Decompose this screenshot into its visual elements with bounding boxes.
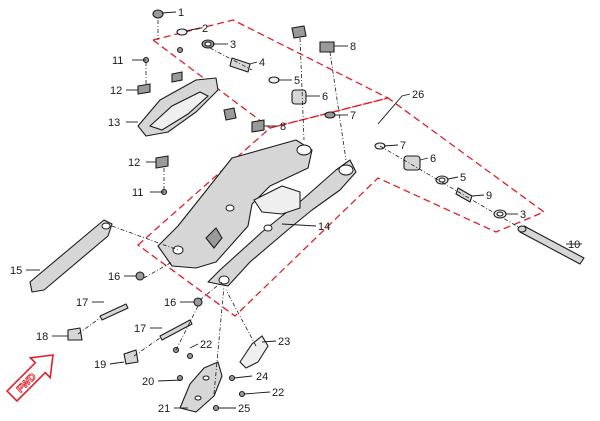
callout-11-upper: 11 xyxy=(112,55,123,67)
callout-17-left: 17 xyxy=(76,297,88,309)
callout-26: 26 xyxy=(412,89,424,101)
fwd-arrow-icon xyxy=(5,354,54,403)
callout-1: 1 xyxy=(178,7,184,19)
callout-25: 25 xyxy=(238,403,250,415)
torque-arm xyxy=(29,219,113,293)
callout-14: 14 xyxy=(318,221,330,233)
callout-22-upper: 22 xyxy=(200,339,212,351)
callout-8-lower: 8 xyxy=(280,121,286,133)
callout-4: 4 xyxy=(259,57,265,69)
callout-22-lower: 22 xyxy=(272,387,284,399)
swingarm xyxy=(157,139,357,287)
upper-hardware xyxy=(152,9,336,133)
callout-16-left: 16 xyxy=(108,271,120,283)
callout-20: 20 xyxy=(142,376,154,388)
callout-9: 9 xyxy=(486,190,492,202)
callout-8-upper: 8 xyxy=(350,41,356,53)
kit-outline-lower xyxy=(136,97,546,317)
pivot-shaft xyxy=(517,225,585,265)
callout-17-right: 17 xyxy=(134,323,146,335)
adjuster-parts xyxy=(67,271,203,365)
pivot-hardware xyxy=(374,142,507,219)
callout-2: 2 xyxy=(202,23,208,35)
callout-7-upper: 7 xyxy=(350,110,356,122)
callout-3-upper: 3 xyxy=(230,39,236,51)
callout-18: 18 xyxy=(36,331,48,343)
callout-3-lower: 3 xyxy=(520,209,526,221)
callout-21: 21 xyxy=(158,403,170,415)
callout-12-lower: 12 xyxy=(128,157,140,169)
callout-13: 13 xyxy=(108,117,120,129)
callout-19: 19 xyxy=(94,359,106,371)
callout-6-lower: 6 xyxy=(430,153,436,165)
callout-5-lower: 5 xyxy=(460,172,466,184)
callout-11-lower: 11 xyxy=(132,187,143,199)
callout-24: 24 xyxy=(256,371,268,383)
callout-7-lower: 7 xyxy=(400,140,406,152)
chain-slider xyxy=(137,77,219,137)
chain-guide xyxy=(172,335,269,413)
leader-lines xyxy=(26,11,582,409)
callout-labels: 1 2 3 4 5 6 7 8 8 26 7 6 5 9 3 10 11 12 … xyxy=(10,7,580,415)
callout-15: 15 xyxy=(10,265,22,277)
callout-5-upper: 5 xyxy=(294,75,300,87)
callout-23: 23 xyxy=(278,336,290,348)
callout-6-upper: 6 xyxy=(322,91,328,103)
callout-12-upper: 12 xyxy=(110,85,122,97)
fwd-direction-marker: FWD xyxy=(5,354,54,403)
callout-16-right: 16 xyxy=(164,297,176,309)
callout-10: 10 xyxy=(568,239,580,251)
assembly-lines xyxy=(77,20,521,395)
